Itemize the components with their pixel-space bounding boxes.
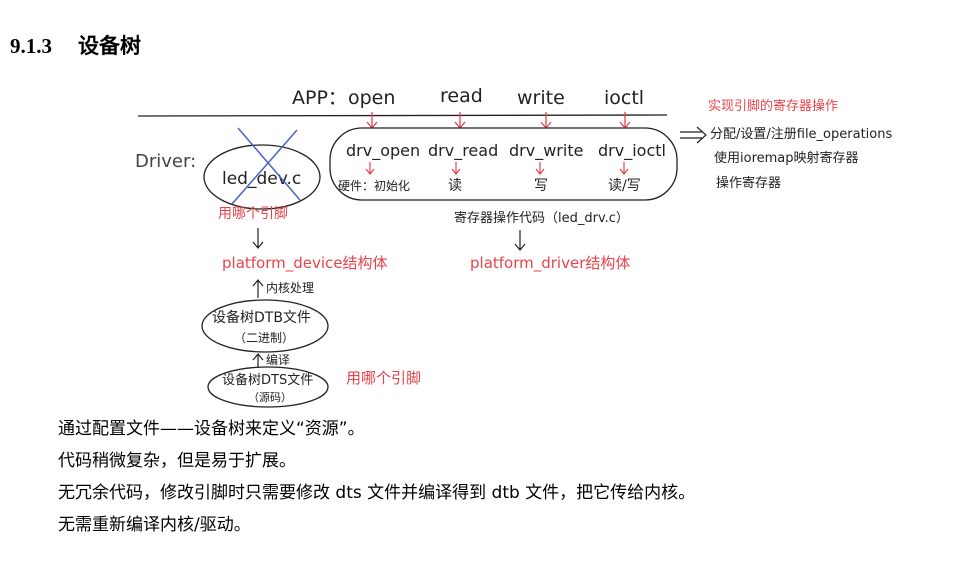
- right-note-2: 分配/设置/注册file_operations: [710, 127, 892, 142]
- up-arrow-1: [252, 279, 264, 298]
- paragraph-2: 代码稍微复杂，但是易于扩展。: [58, 451, 296, 471]
- section-number: 9.1.3: [10, 34, 52, 58]
- dts-label: 设备树DTS文件: [222, 372, 313, 388]
- up-arrow-2: [252, 353, 264, 368]
- diagram-canvas: APP： open read write ioctl Driver: led_d…: [135, 85, 892, 408]
- app-to-drv-arrows: [366, 112, 631, 130]
- right-note-1: 实现引脚的寄存器操作: [708, 98, 838, 114]
- drv-box: [329, 127, 678, 201]
- section-heading: 9.1.3 设备树: [10, 30, 141, 60]
- dtb-ellipse: [201, 299, 329, 353]
- drv-write: drv_write: [509, 141, 583, 161]
- app-call-open: open: [348, 87, 395, 109]
- reg-code-label: 寄存器操作代码（led_drv.c）: [454, 210, 629, 226]
- down-arrow-2: [514, 230, 526, 251]
- drv-ioctl: drv_ioctl: [598, 141, 666, 161]
- right-note-3: 使用ioremap映射寄存器: [714, 150, 859, 166]
- hw-rw: 读/写: [608, 177, 641, 194]
- dtb-sub-label: （二进制）: [234, 331, 294, 345]
- dts-sub-label: （源码）: [248, 390, 292, 404]
- drv-to-hw-arrows: [365, 162, 629, 175]
- section-title: 设备树: [78, 34, 141, 58]
- paragraph-4: 无需重新编译内核/驱动。: [58, 515, 251, 535]
- double-arrow: [680, 126, 707, 144]
- right-note-4: 操作寄存器: [716, 175, 781, 191]
- app-label: APP：: [292, 87, 347, 109]
- compile-label: 编译: [266, 352, 290, 367]
- hw-init: 硬件：初始化: [338, 179, 410, 193]
- platform-driver-label: platform_driver结构体: [470, 254, 630, 273]
- drv-open: drv_open: [346, 141, 420, 161]
- hw-read: 读: [448, 177, 462, 194]
- app-call-ioctl: ioctl: [604, 87, 644, 109]
- dts-note: 用哪个引脚: [346, 369, 421, 387]
- led-dev-note: 用哪个引脚: [218, 206, 288, 222]
- app-call-write: write: [517, 87, 565, 109]
- app-kernel-divider: [137, 114, 668, 117]
- paragraph-3: 无冗余代码，修改引脚时只需要修改 dts 文件并编译得到 dtb 文件，把它传给…: [58, 483, 696, 503]
- led-dev-label: led_dev.c: [222, 169, 301, 189]
- kernel-parse-label: 内核处理: [266, 281, 314, 295]
- led-dev-ellipse: [203, 144, 321, 210]
- platform-device-label: platform_device结构体: [222, 254, 388, 273]
- dtb-label: 设备树DTB文件: [212, 309, 311, 326]
- dts-ellipse: [207, 366, 329, 408]
- down-arrow-1: [252, 228, 264, 249]
- driver-label: Driver:: [135, 151, 196, 172]
- paragraph-1: 通过配置文件——设备树来定义“资源”。: [58, 419, 365, 439]
- hw-write: 写: [534, 178, 548, 194]
- app-call-read: read: [440, 85, 483, 107]
- led-dev-cross: [231, 127, 301, 205]
- device-tree-diagram: APP： open read write ioctl Driver: led_d…: [0, 70, 971, 410]
- drv-read: drv_read: [428, 141, 498, 161]
